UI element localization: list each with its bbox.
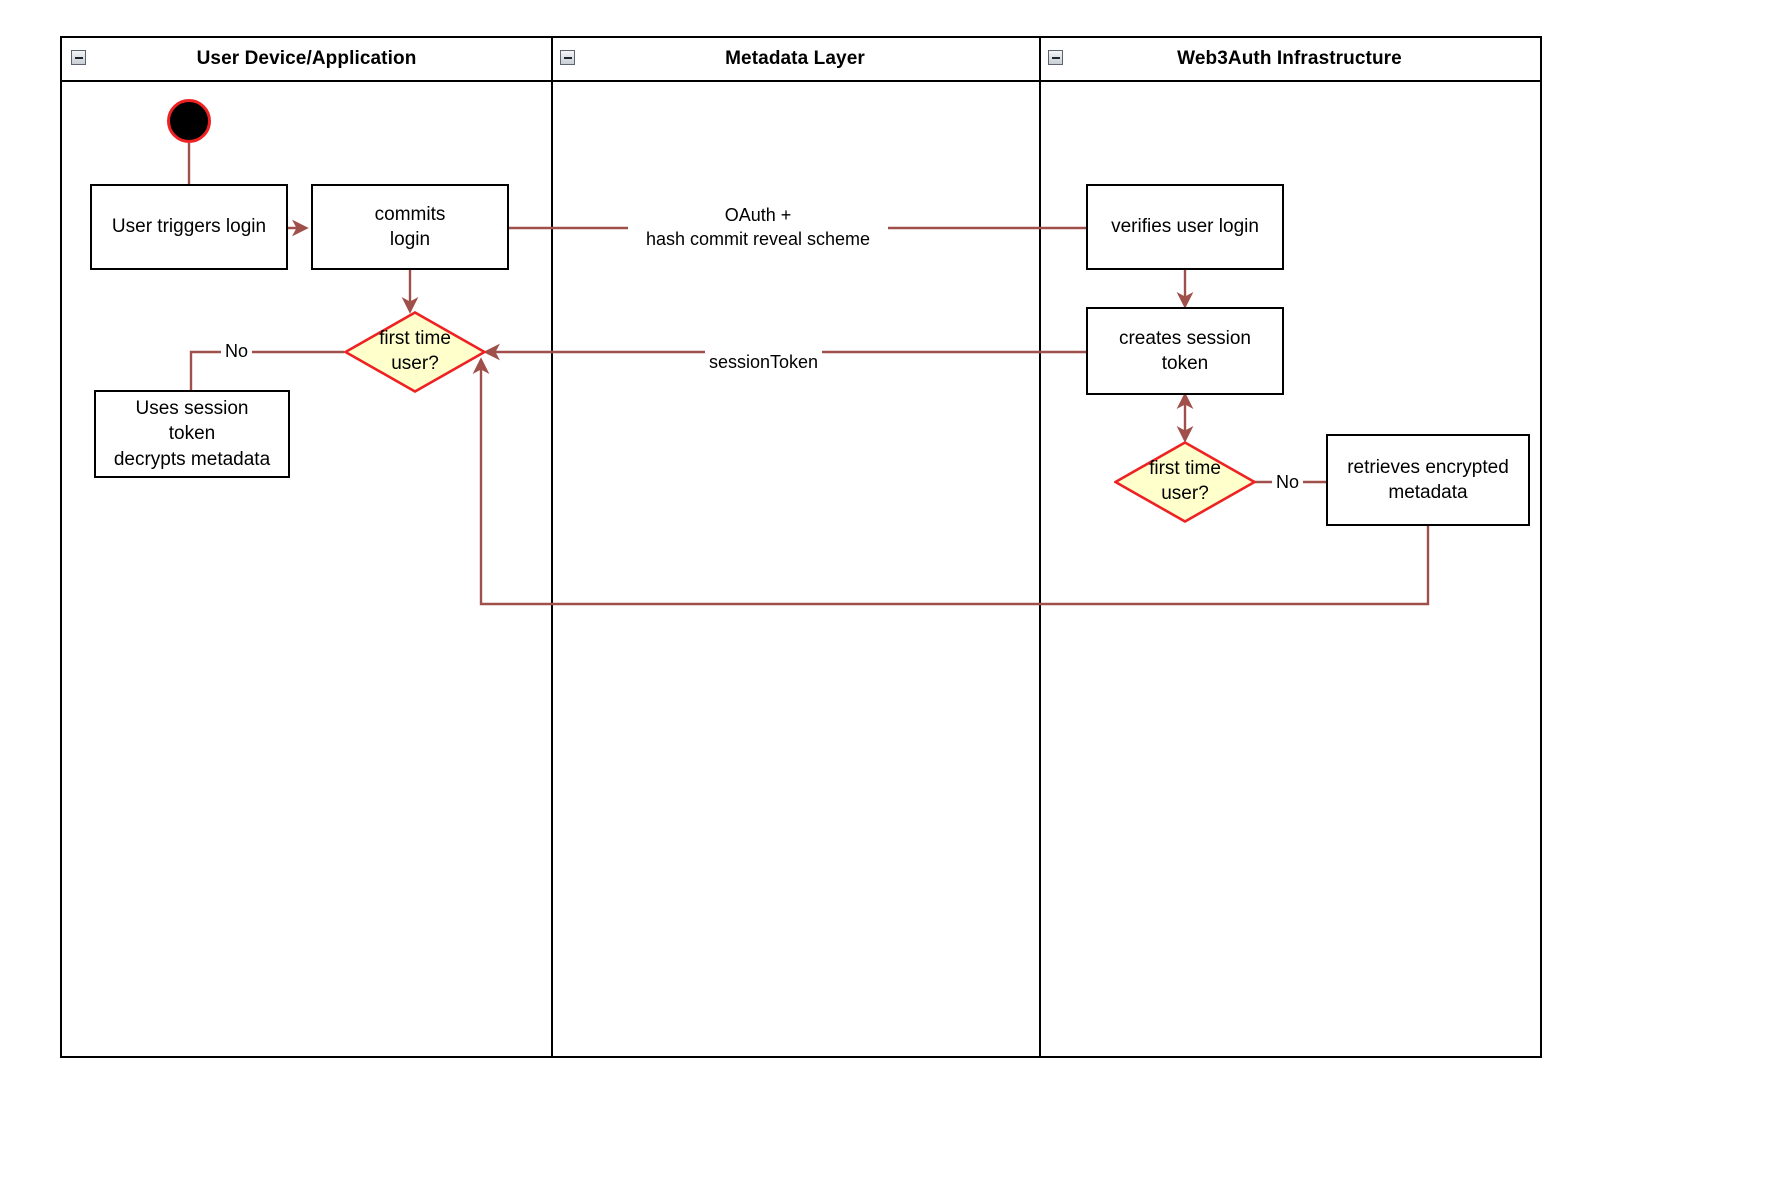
node-label-commits-login-line2: login <box>389 229 431 250</box>
node-label-uses-session-line1: Uses session <box>135 398 249 420</box>
start-node <box>167 99 211 143</box>
node-decision-first-time-user-right[interactable]: first time user? <box>1114 441 1256 523</box>
lane-divider-2 <box>1039 38 1041 1056</box>
decision-label-left: first time user? <box>379 327 451 376</box>
edge-label-oauth: OAuth + hash commit reveal scheme <box>628 203 888 252</box>
lane-title-web3auth: Web3Auth Infrastructure <box>1177 48 1402 69</box>
node-label-creates-session-line1: creates session <box>1118 327 1251 349</box>
edge-label-oauth-line2: hash commit reveal scheme <box>645 229 871 250</box>
node-label-uses-session-line3: decrypts metadata <box>113 448 271 470</box>
node-label-verifies-user-login: verifies user login <box>1111 216 1259 238</box>
lane-title-metadata-layer: Metadata Layer <box>725 48 865 69</box>
decision-label-right: first time user? <box>1149 457 1221 506</box>
node-label-creates-session-line2: token <box>1161 353 1209 374</box>
collapse-minus-icon[interactable] <box>1048 50 1063 65</box>
node-label-user-triggers-login: User triggers login <box>111 216 267 238</box>
edge-label-no-right: No <box>1272 470 1304 495</box>
lane-title-user-device: User Device/Application <box>196 48 417 69</box>
node-label-uses-session-line2: token <box>168 423 216 445</box>
node-label-retrieves-line1: retrieves encrypted <box>1347 456 1509 478</box>
lane-divider-1 <box>551 38 553 1056</box>
decision-label-left-line2: user? <box>391 353 439 374</box>
node-user-triggers-login[interactable]: User triggers login <box>90 184 288 270</box>
node-label-retrieves-line2: metadata <box>1388 482 1468 503</box>
lane-header-user-device[interactable]: User Device/Application <box>62 38 551 82</box>
node-verifies-user-login[interactable]: verifies user login <box>1086 184 1284 270</box>
lane-header-metadata-layer[interactable]: Metadata Layer <box>551 38 1039 82</box>
collapse-minus-icon[interactable] <box>560 50 575 65</box>
node-creates-session-token[interactable]: creates session token <box>1086 307 1284 395</box>
node-retrieves-encrypted-metadata[interactable]: retrieves encrypted metadata <box>1326 434 1530 526</box>
node-commits-login[interactable]: commits login <box>311 184 509 270</box>
edge-label-no-left: No <box>221 339 253 364</box>
edge-label-oauth-line1: OAuth + <box>724 205 792 225</box>
diamond-shape <box>344 311 486 393</box>
node-label-commits-login-line1: commits <box>374 203 446 225</box>
lane-header-web3auth[interactable]: Web3Auth Infrastructure <box>1039 38 1540 82</box>
collapse-minus-icon[interactable] <box>71 50 86 65</box>
decision-label-left-line1: first time <box>379 328 451 350</box>
diamond-shape <box>1114 441 1256 523</box>
decision-label-right-line1: first time <box>1149 458 1221 480</box>
node-uses-session-token[interactable]: Uses session token decrypts metadata <box>94 390 290 478</box>
decision-label-right-line2: user? <box>1161 483 1209 504</box>
node-decision-first-time-user-left[interactable]: first time user? <box>344 311 486 393</box>
edge-label-session-token: sessionToken <box>705 350 823 375</box>
